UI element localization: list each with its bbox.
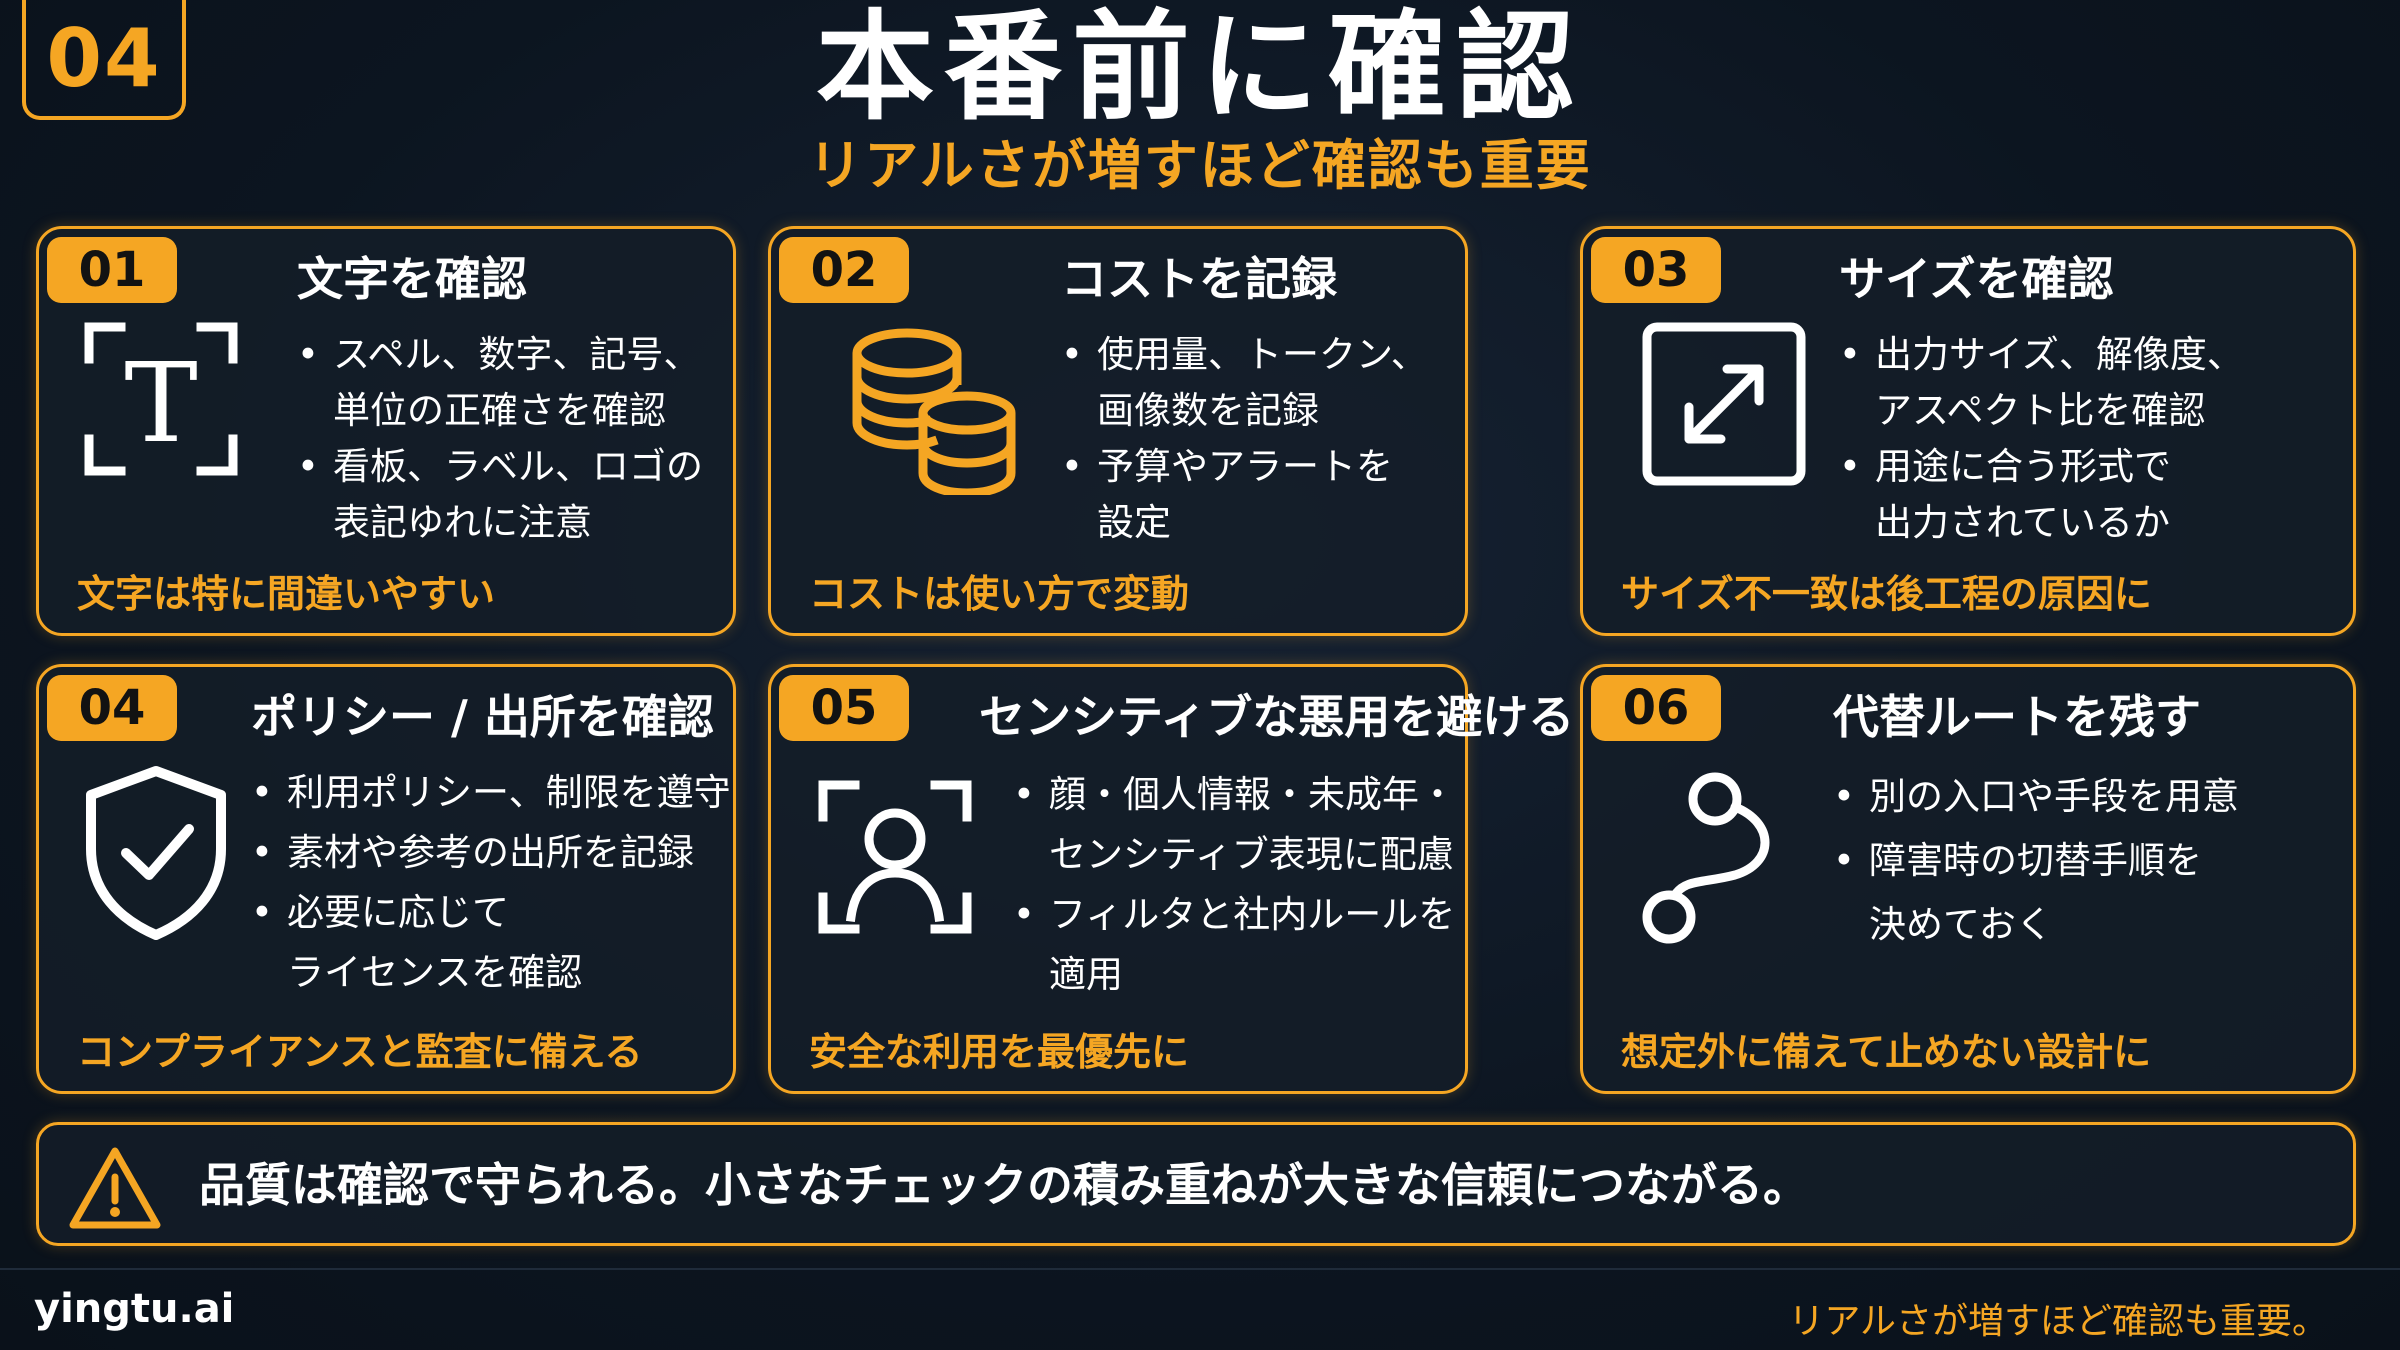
page-title: 本番前に確認	[815, 0, 1584, 136]
bullet-item: 出力サイズ、解像度、アスペクト比を確認	[1839, 327, 2244, 439]
card-number: 04	[47, 675, 177, 741]
page-subtitle: リアルさが増すほど確認も重要	[808, 134, 1592, 197]
card-title: ポリシー / 出所を確認	[251, 690, 714, 744]
card-footer: 文字は特に間違いやすい	[77, 572, 496, 616]
bullet-item: 利用ポリシー、制限を遵守	[251, 763, 731, 823]
warning-icon	[67, 1145, 163, 1235]
banner-message: 品質は確認で守られる。小さなチェックの積み重ねが大きな信頼につながる。	[199, 1158, 1809, 1212]
brand-label: yingtu.ai	[34, 1286, 235, 1332]
bullet-item: 素材や参考の出所を記録	[251, 823, 731, 883]
shield-check-icon	[81, 763, 231, 947]
card-number: 05	[779, 675, 909, 741]
card-footer: コストは使い方で変動	[809, 572, 1190, 616]
card-title: センシティブな悪用を避ける	[979, 690, 1575, 744]
bullet-item: 使用量、トークン、画像数を記録	[1061, 327, 1428, 439]
card-title: 文字を確認	[297, 252, 527, 306]
card-title: サイズを確認	[1839, 252, 2114, 306]
svg-text:T: T	[124, 339, 197, 467]
card-check-text: 01 文字を確認 T スペル、数字、記号、単位の正確さを確認 看板、ラベル、ロゴ…	[36, 226, 736, 636]
card-footer: 想定外に備えて止めない設計に	[1621, 1030, 2152, 1074]
card-check-size: 03 サイズを確認 出力サイズ、解像度、アスペクト比を確認 用途に合う形式で出力…	[1580, 226, 2356, 636]
bullet-item: 別の入口や手段を用意	[1833, 765, 2239, 829]
card-check-policy: 04 ポリシー / 出所を確認 利用ポリシー、制限を遵守 素材や参考の出所を記録…	[36, 664, 736, 1094]
bullet-item: スペル、数字、記号、単位の正確さを確認	[297, 327, 703, 439]
card-title: コストを記録	[1061, 252, 1337, 306]
footer-divider	[0, 1268, 2400, 1270]
card-footer: 安全な利用を最優先に	[809, 1030, 1190, 1074]
section-number-badge: 04	[22, 0, 186, 120]
person-frame-icon	[815, 777, 975, 941]
card-avoid-misuse: 05 センシティブな悪用を避ける 顔・個人情報・未成年・センシティブ表現に配慮 …	[768, 664, 1574, 1094]
card-number: 02	[779, 237, 909, 303]
card-footer: サイズ不一致は後工程の原因に	[1621, 572, 2152, 616]
card-number: 03	[1591, 237, 1721, 303]
route-icon	[1635, 767, 1795, 951]
coins-icon	[849, 325, 1019, 499]
footer-note: リアルさが増すほど確認も重要。	[1788, 1301, 2328, 1342]
card-number: 06	[1591, 675, 1721, 741]
resize-icon	[1639, 319, 1809, 493]
card-title: 代替ルートを残す	[1833, 690, 2201, 744]
card-footer: コンプライアンスと監査に備える	[77, 1030, 643, 1074]
text-frame-icon: T	[81, 319, 241, 483]
quality-banner: 品質は確認で守られる。小さなチェックの積み重ねが大きな信頼につながる。	[36, 1122, 2356, 1246]
card-number: 01	[47, 237, 177, 303]
bullet-item: 顔・個人情報・未成年・センシティブ表現に配慮	[1013, 765, 1456, 885]
